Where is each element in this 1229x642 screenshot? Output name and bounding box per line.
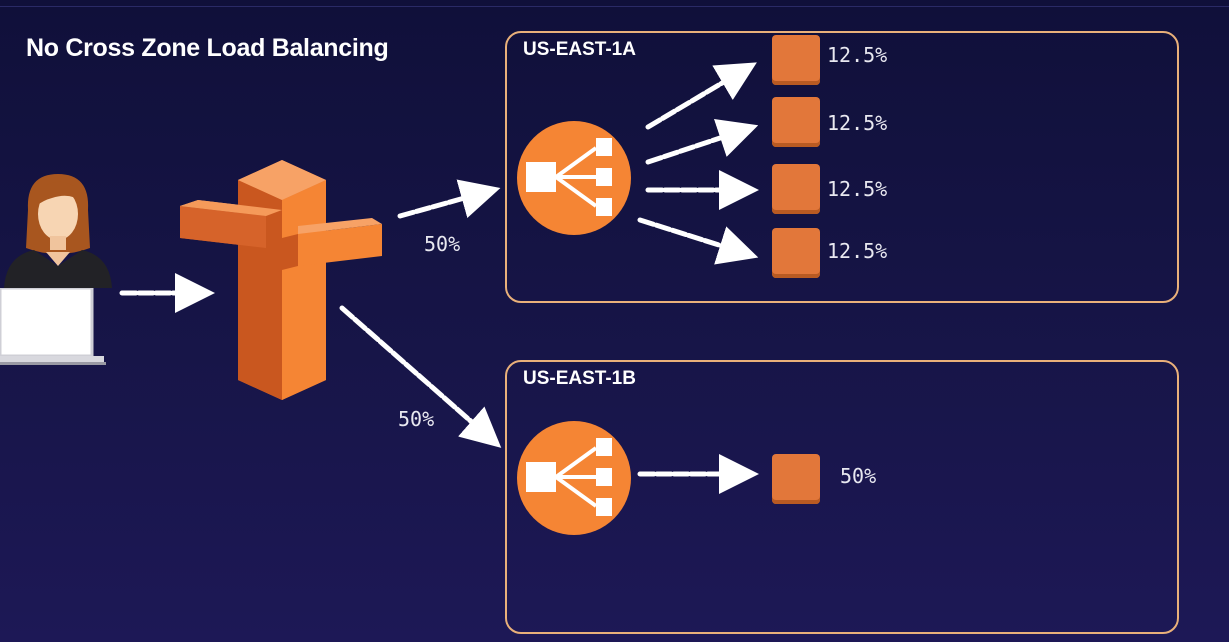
zone-a-share-label: 50% — [424, 232, 461, 256]
ec2-instance-icon — [772, 97, 820, 147]
zone-us-east-1b: US-EAST-1B — [505, 360, 1179, 634]
instance-share-label: 50% — [840, 464, 877, 488]
ec2-instance-icon — [772, 454, 820, 504]
arrow-icon — [637, 217, 759, 265]
elb-icon — [516, 120, 632, 236]
arrow-icon — [397, 179, 501, 219]
ec2-instance-icon — [772, 164, 820, 214]
instance-share-label: 12.5% — [827, 43, 888, 67]
load-balancer-gateway-icon — [178, 160, 388, 405]
zone-b-share-label: 50% — [398, 407, 435, 431]
arrow-icon — [645, 118, 759, 165]
instance-share-label: 12.5% — [827, 239, 888, 263]
zone-label-b: US-EAST-1B — [523, 368, 636, 389]
instance-share-label: 12.5% — [827, 177, 888, 201]
zone-label-a: US-EAST-1A — [523, 39, 636, 60]
instance-share-label: 12.5% — [827, 111, 888, 135]
elb-icon — [516, 420, 632, 536]
ec2-instance-icon — [772, 228, 820, 278]
zone-us-east-1a: US-EAST-1A — [505, 31, 1179, 303]
ec2-instance-icon — [772, 35, 820, 85]
arrow-icon — [645, 62, 757, 130]
top-divider — [0, 6, 1229, 7]
laptop-icon — [0, 288, 106, 365]
user-icon — [0, 170, 120, 370]
arrow-icon — [339, 305, 502, 448]
diagram-title: No Cross Zone Load Balancing — [26, 34, 389, 62]
